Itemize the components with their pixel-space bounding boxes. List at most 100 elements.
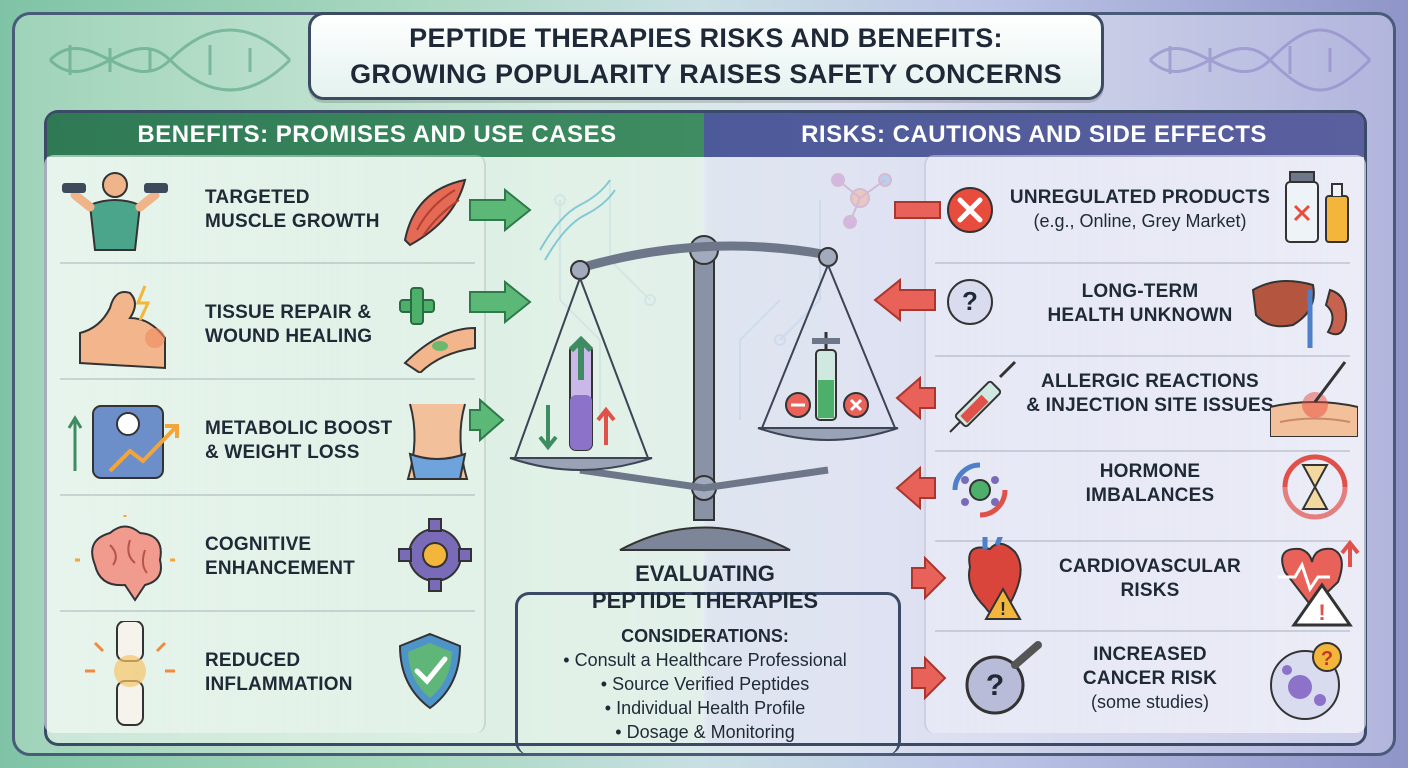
risk-6-line1: INCREASED xyxy=(1093,644,1207,665)
risk-2-line2: HEALTH UNKNOWN xyxy=(1047,305,1233,326)
consideration-item: Consult a Healthcare Professional xyxy=(515,648,895,672)
heart-warning-icon: ! xyxy=(1278,539,1360,627)
evaluation-title: EVALUATING PEPTIDE THERAPIES xyxy=(515,560,895,614)
risk-5-line2: RISKS xyxy=(1120,580,1180,601)
dumbbell-athlete-icon xyxy=(62,172,168,251)
benefit-4-line1: COGNITIVE xyxy=(205,534,312,555)
risks-list xyxy=(924,155,1366,733)
shield-check-icon xyxy=(398,632,462,710)
risk-1-line2: (e.g., Online, Grey Market) xyxy=(1033,211,1247,231)
scale-beam-upper xyxy=(578,241,829,273)
benefit-3-line1: METABOLIC BOOST xyxy=(205,418,393,439)
magnifier-question-icon: ? xyxy=(965,641,1042,715)
svg-text:?: ? xyxy=(986,669,1004,702)
arrow-left-icon xyxy=(894,201,941,219)
syringe-icon xyxy=(949,360,1017,433)
bandage-cross-icon xyxy=(399,287,476,373)
benefit-3-line2: & WEIGHT LOSS xyxy=(205,442,360,463)
arrow-left-icon xyxy=(895,465,936,511)
risk-item-cardiovascular: ! CARDIOVASCULAR RISKS ! xyxy=(930,525,1360,640)
benefit-2-line1: TISSUE REPAIR & xyxy=(205,302,372,323)
dna-helix-right-icon xyxy=(1148,28,1372,92)
consideration-item: Dosage & Monitoring xyxy=(515,720,895,744)
gear-icon xyxy=(398,518,472,592)
svg-text:!: ! xyxy=(1000,599,1006,619)
risk-6-line2: CANCER RISK xyxy=(1082,668,1218,689)
consideration-item: Individual Health Profile xyxy=(515,696,895,720)
arrow-left-icon xyxy=(873,277,936,323)
liver-kidney-icon xyxy=(1251,280,1348,348)
arrow-right-icon xyxy=(469,279,532,325)
hourglass-cycle-icon xyxy=(1282,454,1348,520)
separator xyxy=(935,540,1350,542)
benefit-item-inflammation: REDUCED INFLAMMATION xyxy=(50,616,480,731)
arrow-right-icon xyxy=(469,187,532,233)
question-circle-icon: ? xyxy=(947,279,993,325)
risk-4-line2: IMBALANCES xyxy=(1085,485,1215,506)
benefit-item-metabolic-boost: METABOLIC BOOST & WEIGHT LOSS xyxy=(50,384,480,499)
benefit-5-line2: INFLAMMATION xyxy=(205,674,353,695)
separator xyxy=(60,378,475,380)
benefit-5-line1: REDUCED xyxy=(205,650,301,671)
flexed-arm-icon xyxy=(79,285,166,370)
benefit-1-line2: MUSCLE GROWTH xyxy=(205,211,380,232)
separator xyxy=(60,610,475,612)
arrow-right-icon xyxy=(469,397,505,443)
title-line-2: GROWING POPULARITY RAISES SAFETY CONCERN… xyxy=(350,59,1062,89)
risks-header: RISKS: CAUTIONS AND SIDE EFFECTS xyxy=(704,113,1364,157)
benefit-1-line1: TARGETED xyxy=(205,187,310,208)
svg-text:!: ! xyxy=(1318,600,1325,625)
risk-6-line3: (some studies) xyxy=(1090,692,1210,712)
consideration-item: Source Verified Peptides xyxy=(515,672,895,696)
benefit-item-muscle-growth: TARGETED MUSCLE GROWTH xyxy=(50,150,480,265)
risk-item-long-term: ? LONG-TERM HEALTH UNKNOWN xyxy=(930,250,1360,365)
cell-question-icon: ? xyxy=(1270,642,1342,720)
benefit-2-line2: WOUND HEALING xyxy=(205,326,373,347)
scale-beam-lower xyxy=(579,466,829,492)
title-banner: PEPTIDE THERAPIES RISKS AND BENEFITS: GR… xyxy=(308,12,1104,100)
separator xyxy=(935,262,1350,264)
heart-organ-icon: ! xyxy=(968,537,1022,620)
svg-text:?: ? xyxy=(962,286,978,316)
risk-item-hormone: HORMONE IMBALANCES xyxy=(930,432,1360,547)
risk-2-line1: LONG-TERM xyxy=(1081,281,1199,302)
evaluation-title-line1: EVALUATING xyxy=(635,561,775,586)
benefit-4-line2: ENHANCEMENT xyxy=(205,558,355,579)
benefit-item-tissue-repair: TISSUE REPAIR & WOUND HEALING xyxy=(50,268,480,383)
risk-item-unregulated: UNREGULATED PRODUCTS (e.g., Online, Grey… xyxy=(930,150,1360,265)
risk-3-line2: & INJECTION SITE ISSUES xyxy=(1026,395,1274,416)
scale-arrow-icon xyxy=(67,405,179,479)
arrow-right-icon xyxy=(911,655,947,701)
benefit-item-cognitive: COGNITIVE ENHANCEMENT xyxy=(50,500,480,615)
scale-stand xyxy=(619,235,791,551)
evaluation-title-line2: PEPTIDE THERAPIES xyxy=(591,588,819,613)
joint-icon xyxy=(85,621,175,726)
skin-injection-icon xyxy=(1270,361,1358,437)
brain-icon xyxy=(75,515,175,602)
muscle-fiber-icon xyxy=(403,178,467,247)
peptide-vial-icon xyxy=(538,335,616,451)
separator xyxy=(935,450,1350,452)
separator xyxy=(935,355,1350,357)
separator xyxy=(60,262,475,264)
waist-icon xyxy=(406,403,469,480)
syringe-icon xyxy=(785,332,869,421)
considerations-list: Consult a Healthcare Professional Source… xyxy=(515,648,895,744)
title-line-1: PEPTIDE THERAPIES RISKS AND BENEFITS: xyxy=(409,23,1003,53)
evaluation-subtitle: CONSIDERATIONS: xyxy=(621,626,789,646)
dna-helix-left-icon xyxy=(48,28,292,92)
svg-text:?: ? xyxy=(1321,648,1333,670)
separator xyxy=(60,494,475,496)
separator xyxy=(935,630,1350,632)
risk-item-cancer: ? INCREASED CANCER RISK (some studies) ? xyxy=(930,625,1360,740)
arrow-right-icon xyxy=(911,555,947,601)
right-pan xyxy=(757,264,899,441)
risk-1-line1: UNREGULATED PRODUCTS xyxy=(1009,187,1271,208)
dna-small-icon xyxy=(539,179,616,261)
hormone-cycle-icon xyxy=(952,462,1008,518)
left-pan xyxy=(509,277,653,471)
arrow-left-icon xyxy=(895,375,936,421)
vial-icon xyxy=(1285,171,1349,243)
